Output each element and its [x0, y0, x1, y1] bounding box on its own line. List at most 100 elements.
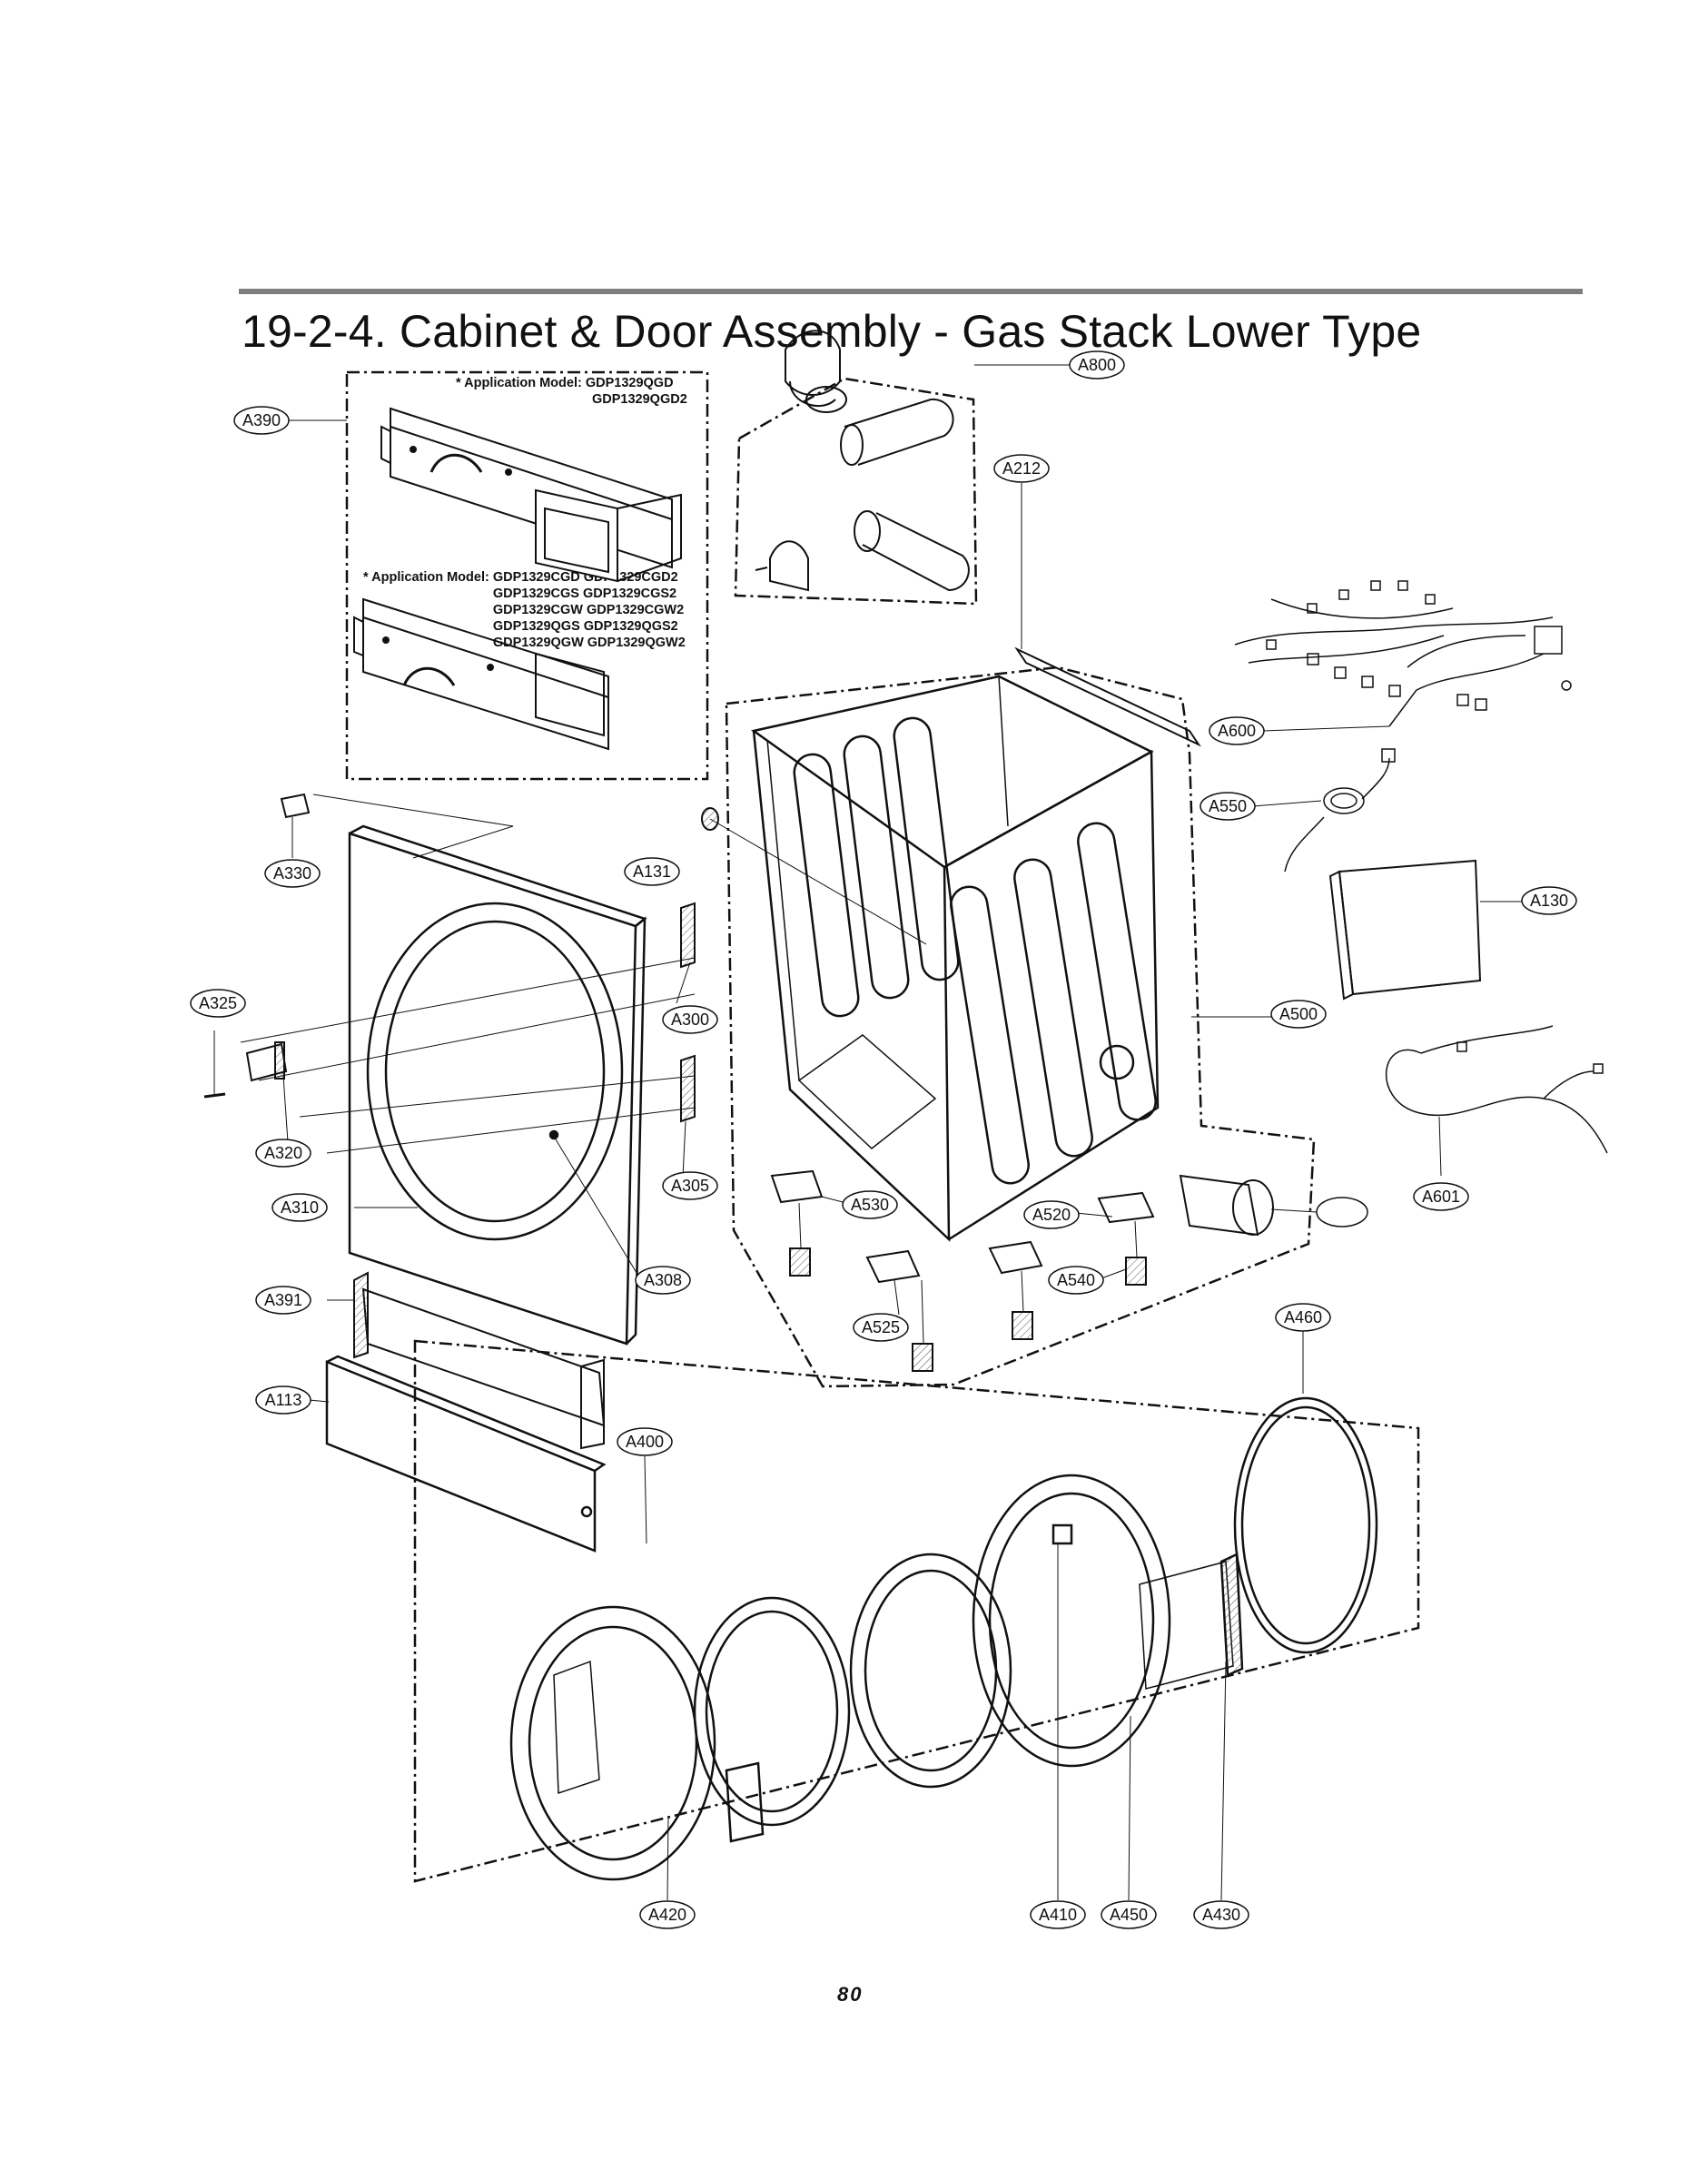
- exhaust-duct-set: [755, 330, 970, 592]
- callout-a130: A130: [1521, 886, 1577, 915]
- front-panel-a310: [348, 824, 647, 1346]
- svg-text:A500: A500: [1279, 1005, 1318, 1023]
- svg-text:A113: A113: [265, 1391, 302, 1409]
- callout-a305: A305: [662, 1171, 718, 1200]
- hinge-plates: [240, 902, 696, 1154]
- control-bracket-lower: [353, 597, 609, 751]
- callout-a540: A540: [1048, 1266, 1104, 1295]
- bracket-a320: [245, 1041, 289, 1143]
- top-application-line-2: GDP1329QGD2: [592, 392, 687, 407]
- svg-text:A325: A325: [199, 994, 237, 1012]
- lower-bracket-a391: [327, 1271, 606, 1450]
- subassembly-box-a800: [734, 377, 978, 606]
- subassembly-box-door: [413, 1339, 1420, 1883]
- svg-text:A530: A530: [851, 1196, 889, 1214]
- svg-text:A391: A391: [264, 1291, 302, 1309]
- svg-text:A601: A601: [1422, 1188, 1460, 1206]
- bottom-application-note: * Application Model: GDP1329CGD GDP1329C…: [363, 569, 686, 651]
- bottom-application-row: * Application Model: GDP1329CGD GDP1329C…: [363, 569, 686, 651]
- control-bracket-upper: [380, 407, 682, 583]
- svg-text:A305: A305: [671, 1177, 709, 1195]
- callout-a308: A308: [635, 1266, 691, 1295]
- top-application-note: * Application Model: GDP1329QGD GDP1329Q…: [456, 375, 687, 408]
- callout-a390: A390: [233, 406, 290, 435]
- callout-a400: A400: [617, 1427, 673, 1456]
- door-glass: [849, 1553, 1012, 1789]
- svg-text:A320: A320: [264, 1144, 302, 1162]
- svg-text:A130: A130: [1530, 892, 1568, 910]
- callout-a520: A520: [1023, 1200, 1080, 1229]
- model-row-1: GDP1329CGD GDP1329CGD2: [492, 570, 678, 585]
- cover-a130: [1328, 859, 1525, 1001]
- svg-text:A525: A525: [862, 1318, 900, 1336]
- top-rail: [1014, 646, 1201, 747]
- top-application-line-1: * Application Model: GDP1329QGD: [456, 376, 674, 390]
- callout-a460: A460: [1275, 1303, 1331, 1332]
- svg-text:A460: A460: [1284, 1308, 1322, 1326]
- model-row-4: GDP1329QGS GDP1329QGS2: [492, 619, 678, 634]
- callout-a500: A500: [1270, 1000, 1327, 1029]
- power-cord: [1252, 748, 1396, 873]
- svg-text:A520: A520: [1032, 1206, 1071, 1224]
- model-row-2: GDP1329CGS GDP1329CGS2: [492, 587, 677, 601]
- callout-a320: A320: [255, 1139, 311, 1168]
- svg-text:A310: A310: [281, 1198, 319, 1217]
- svg-text:A300: A300: [671, 1011, 709, 1029]
- callout-a310: A310: [272, 1193, 328, 1222]
- door-gasket-a460: [1233, 1396, 1378, 1654]
- callout-a131: A131: [624, 857, 680, 886]
- group-boundaries: [345, 370, 1420, 1883]
- callout-a410: A410: [1030, 1900, 1086, 1929]
- callout-a450: A450: [1101, 1900, 1157, 1929]
- cabinet: [750, 675, 1160, 1242]
- clip-a330: [280, 793, 514, 859]
- svg-text:A420: A420: [648, 1906, 686, 1924]
- kick-plate-a113: [308, 1355, 607, 1553]
- callout-a113: A113: [255, 1385, 311, 1415]
- model-row-5: GDP1329QGW GDP1329QGW2: [492, 636, 686, 650]
- callout-a212: A212: [993, 454, 1050, 483]
- callout-a325: A325: [190, 989, 246, 1018]
- subassembly-box-a390: [345, 370, 709, 781]
- wire-a601: [1386, 1025, 1608, 1177]
- svg-text:A550: A550: [1209, 797, 1247, 815]
- svg-text:A600: A600: [1218, 722, 1256, 740]
- svg-text:A410: A410: [1039, 1906, 1077, 1924]
- screw-a325: [203, 1030, 226, 1099]
- svg-text:A800: A800: [1078, 356, 1116, 374]
- svg-text:A450: A450: [1110, 1906, 1148, 1924]
- svg-text:A390: A390: [242, 411, 281, 429]
- page-title: 19-2-4. Cabinet & Door Assembly - Gas St…: [242, 306, 1422, 357]
- callout-a530: A530: [842, 1190, 898, 1219]
- callout-a601: A601: [1413, 1182, 1469, 1211]
- callout-a525: A525: [853, 1313, 909, 1342]
- subassembly-box-a500: [725, 666, 1316, 1388]
- callout-a300: A300: [662, 1005, 718, 1034]
- bottom-application-prefix: * Application Model:: [363, 570, 489, 585]
- header-rule: [239, 289, 1583, 294]
- door-glass-ring: [693, 1596, 851, 1827]
- callout-a430: A430: [1193, 1900, 1249, 1929]
- part-callouts: A390 A800 A212 A600 A550 A130 A330 A131 …: [190, 350, 1577, 1929]
- svg-text:A540: A540: [1057, 1271, 1095, 1289]
- roller-a131: [701, 807, 927, 945]
- callout-a330: A330: [264, 859, 321, 888]
- callout-a550: A550: [1200, 792, 1256, 821]
- svg-text:A308: A308: [644, 1271, 682, 1289]
- svg-text:A131: A131: [633, 863, 671, 881]
- door-parts: [509, 1396, 1378, 1881]
- svg-text:A330: A330: [273, 864, 311, 882]
- leader-lines: [289, 364, 1304, 1901]
- door-frame-a450: [972, 1474, 1171, 1768]
- exhaust-tube: [1179, 1174, 1368, 1237]
- bottom-application-models: GDP1329CGD GDP1329CGD2 GDP1329CGS GDP132…: [493, 569, 686, 651]
- callout-a600: A600: [1209, 716, 1265, 745]
- callout-a800: A800: [1069, 350, 1125, 380]
- door-front-a420: [509, 1605, 716, 1881]
- page-number: 80: [837, 1983, 864, 2006]
- svg-text:A430: A430: [1202, 1906, 1240, 1924]
- svg-text:A212: A212: [1002, 459, 1041, 478]
- callout-a391: A391: [255, 1286, 311, 1315]
- wiring-harness: [1234, 580, 1572, 732]
